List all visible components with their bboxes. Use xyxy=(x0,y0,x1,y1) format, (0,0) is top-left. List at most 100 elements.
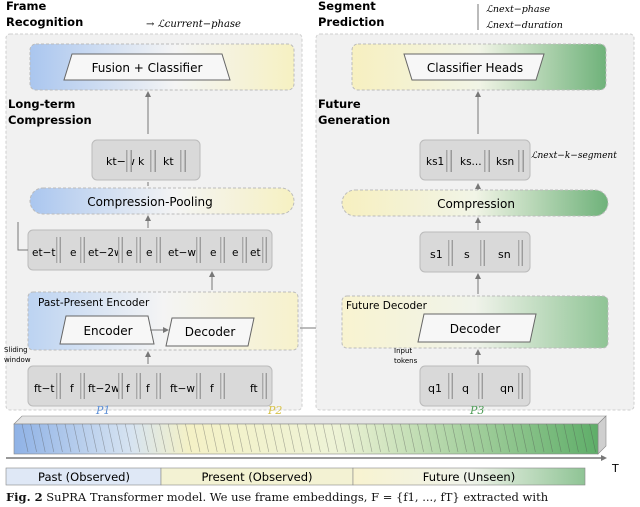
section-segment-prediction-line1: Segment xyxy=(318,0,376,13)
frame-slice xyxy=(159,423,166,453)
frame-slice xyxy=(511,423,519,453)
frame-slice xyxy=(357,423,364,453)
loss-next-duration: ℒnext−duration xyxy=(486,20,563,31)
section-segment-prediction-line2: Prediction xyxy=(318,15,384,29)
frame-slice xyxy=(537,423,545,453)
f-token: f xyxy=(126,383,130,395)
frame-slice xyxy=(314,423,321,453)
right-q-token-group xyxy=(419,365,531,407)
frame-slice xyxy=(202,423,209,453)
input-tokens-line2: tokens xyxy=(394,357,418,365)
caption-fig-number: Fig. 2 xyxy=(6,490,43,504)
frame-slice xyxy=(339,423,347,453)
f-token: ft−t xyxy=(34,383,55,395)
e-token: e xyxy=(126,247,132,259)
frame-slice xyxy=(494,423,502,453)
frame-slice xyxy=(460,423,467,453)
frame-slice xyxy=(589,423,596,453)
classifier-heads-label: Classifier Heads xyxy=(427,61,523,75)
frame-slice xyxy=(374,423,381,453)
frame-slice xyxy=(21,423,29,453)
left-decoder-label: Decoder xyxy=(185,325,236,339)
ks-token: ks1 xyxy=(426,156,444,168)
f-token: ft xyxy=(250,383,258,395)
e-token: et xyxy=(250,247,261,259)
loss-next-phase: ℒnext−phase xyxy=(486,4,550,15)
section-frame-recognition-line2: Recognition xyxy=(6,15,83,29)
ks-token: ks... xyxy=(460,156,482,168)
frame-slice xyxy=(305,423,313,453)
frame-slice xyxy=(150,423,158,453)
decoder-trapezoid xyxy=(165,317,255,347)
right-column: Segment Prediction ℒnext−phase ℒnext−dur… xyxy=(315,0,635,411)
section-frame-recognition-line1: Frame xyxy=(6,0,47,13)
right-decoder-label: Decoder xyxy=(450,322,501,336)
frame-slice xyxy=(262,423,270,453)
caption-text: SuPRA Transformer model. We use frame em… xyxy=(46,490,549,504)
right-s-token-group xyxy=(419,231,531,273)
frame-slice xyxy=(279,423,287,453)
s-token: s xyxy=(464,248,470,261)
frame-slice xyxy=(503,423,510,453)
frame-slice xyxy=(116,423,123,453)
frame-slice xyxy=(554,423,562,453)
frame-slice xyxy=(443,423,450,453)
loss-next-k-segment: ℒnext−k−segment xyxy=(531,151,617,161)
frame-slice xyxy=(563,423,571,453)
f-token: ft−w xyxy=(170,383,195,395)
past-present-encoder-label: Past-Present Encoder xyxy=(38,297,150,309)
frame-slice xyxy=(296,423,304,453)
frame-slice xyxy=(382,423,390,453)
sliding-window-line2: window xyxy=(4,356,31,364)
period-p3: P3 xyxy=(469,404,484,417)
compression-pooling-box xyxy=(29,187,295,215)
frame-slice xyxy=(477,423,485,453)
right-compression-box xyxy=(341,189,609,217)
frame-slice xyxy=(408,423,416,453)
f-token: f xyxy=(146,383,150,395)
frame-slice xyxy=(331,423,338,453)
frame-slice xyxy=(90,423,98,453)
left-f-tokens: ft−t f ft−2w f f ft−w f ft xyxy=(34,373,267,399)
right-k-tokens: ks1 ks... ksn xyxy=(426,150,524,172)
e-token: et−2w xyxy=(88,247,123,259)
future-decoder-label: Future Decoder xyxy=(346,300,428,312)
frame-strip xyxy=(13,423,599,455)
token-bar xyxy=(126,150,132,172)
frame-slice xyxy=(245,423,252,453)
frame-slice xyxy=(142,423,149,453)
frame-slice xyxy=(391,423,399,453)
frame-slice xyxy=(468,423,476,453)
encoder-trapezoid xyxy=(59,315,155,345)
f-token: f xyxy=(70,383,74,395)
frame-slice xyxy=(64,423,72,453)
right-compression-label: Compression xyxy=(437,197,515,211)
e-token: e xyxy=(232,247,238,259)
fusion-trapezoid xyxy=(63,53,231,81)
right-decoder-trapezoid xyxy=(417,313,537,343)
left-f-token-group xyxy=(27,365,273,407)
frame-slice xyxy=(56,423,63,453)
frame-slice xyxy=(30,423,37,453)
sliding-window-line1: Sliding xyxy=(4,346,28,354)
left-k-token-group xyxy=(91,139,201,181)
right-s-tokens: s1 s sn xyxy=(430,240,523,266)
e-token: e xyxy=(210,247,216,259)
f-token: f xyxy=(210,383,214,395)
frame-slice xyxy=(271,423,278,453)
frame-slice xyxy=(434,423,442,453)
e-token: et−t xyxy=(32,247,56,259)
k-token: kt xyxy=(163,155,174,168)
token-bar xyxy=(180,150,186,172)
timeline: P1 P2 P3 T Past (Observed) Present (Obse… xyxy=(5,404,619,486)
segment-present-label: Present (Observed) xyxy=(201,470,312,484)
left-column: Frame Recognition → ℒcurrent−phase Fusio… xyxy=(4,0,303,411)
frame-slice xyxy=(288,423,295,453)
compression-pooling-label: Compression-Pooling xyxy=(87,195,213,209)
loss-current-phase: → ℒcurrent−phase xyxy=(146,19,241,30)
period-p1: P1 xyxy=(95,404,110,417)
frame-slice xyxy=(253,423,261,453)
segment-future-label: Future (Unseen) xyxy=(423,470,515,484)
frame-slice xyxy=(73,423,80,453)
